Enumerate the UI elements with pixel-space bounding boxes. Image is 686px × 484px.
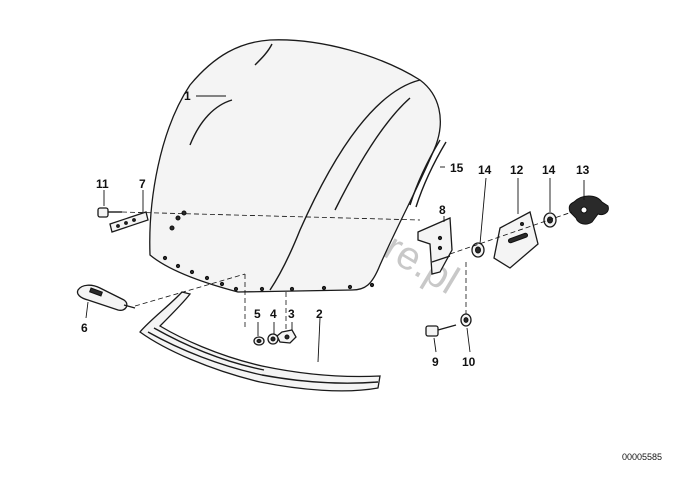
nut-3-part: [276, 329, 297, 344]
clamp-strip-part: [76, 284, 136, 311]
callout-15: 15: [450, 161, 464, 175]
washer-5-part: [253, 336, 265, 346]
callout-4: 4: [270, 307, 277, 321]
callout-labels: 1 2 3 4 5 6 7 8 9 10 11 12 13 14 14 15: [81, 89, 590, 369]
callout-13: 13: [576, 163, 590, 177]
small-strip-part: [109, 211, 149, 233]
washer-14-right-part: [543, 212, 557, 228]
screw-11-part: [97, 207, 122, 218]
callout-8: 8: [439, 203, 446, 217]
callout-11: 11: [96, 177, 109, 191]
windshield-part: [149, 39, 441, 293]
callout-5: 5: [254, 307, 261, 321]
callout-3: 3: [288, 307, 295, 321]
document-number: 00005585: [622, 452, 662, 462]
callout-6: 6: [81, 321, 88, 335]
washer-4-part: [267, 333, 279, 345]
washer-14-left-part: [471, 242, 485, 258]
callout-7: 7: [139, 177, 146, 191]
screw-9-part: [425, 324, 457, 337]
callout-2: 2: [316, 307, 323, 321]
washer-10-part: [460, 313, 472, 327]
rubber-seal-part: [139, 291, 381, 392]
bracket-8-part: [417, 217, 453, 275]
callout-12: 12: [510, 163, 524, 177]
bracket-12-part: [493, 211, 539, 269]
edge-trim-part: [409, 139, 447, 208]
callout-9: 9: [432, 355, 439, 369]
leader-lines: [85, 95, 585, 363]
knob-13-part: [568, 195, 609, 225]
callout-10: 10: [462, 355, 476, 369]
assembly-lines: [121, 211, 573, 330]
callout-14-right: 14: [542, 163, 556, 177]
callout-1: 1: [184, 89, 191, 103]
callout-14-left: 14: [478, 163, 492, 177]
